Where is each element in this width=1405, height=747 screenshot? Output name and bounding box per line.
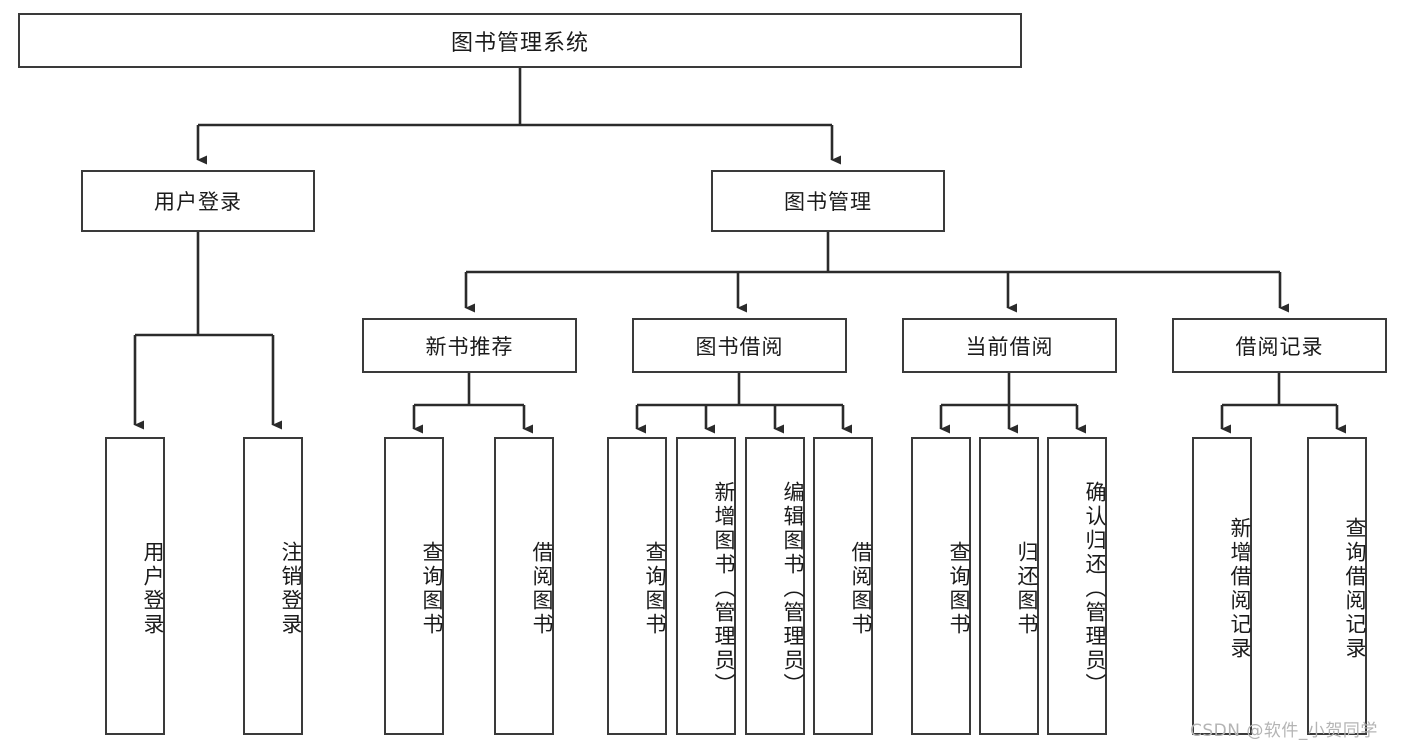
leaf-edit-book-label: 编辑图书（管理员）	[781, 481, 805, 697]
leaf-query-book-1[interactable]: 查询图书	[384, 437, 444, 735]
node-new-book-recommend-label: 新书推荐	[425, 334, 514, 359]
node-book-management[interactable]: 图书管理	[711, 170, 945, 232]
leaf-edit-book[interactable]: 编辑图书（管理员）	[745, 437, 805, 735]
leaf-return-book-label: 归还图书	[1015, 541, 1039, 637]
leaf-add-book[interactable]: 新增图书（管理员）	[676, 437, 736, 735]
leaf-user-login-label: 用户登录	[141, 541, 165, 637]
connector-group-root	[196, 68, 841, 165]
leaf-add-record-label: 新增借阅记录	[1228, 517, 1252, 661]
leaf-return-book[interactable]: 归还图书	[979, 437, 1039, 735]
node-user-login[interactable]: 用户登录	[81, 170, 315, 232]
connector-group-current-borrow	[939, 373, 1086, 434]
node-current-borrow[interactable]: 当前借阅	[902, 318, 1117, 373]
node-book-borrow[interactable]: 图书借阅	[632, 318, 847, 373]
leaf-add-book-label: 新增图书（管理员）	[712, 481, 736, 697]
node-book-borrow-label: 图书借阅	[695, 334, 784, 359]
leaf-confirm-return[interactable]: 确认归还（管理员）	[1047, 437, 1107, 735]
connector-group-book-management	[464, 232, 1289, 313]
node-root[interactable]: 图书管理系统	[18, 13, 1022, 68]
leaf-confirm-return-label: 确认归还（管理员）	[1083, 481, 1107, 697]
connector-group-borrow-record	[1220, 373, 1346, 434]
node-new-book-recommend[interactable]: 新书推荐	[362, 318, 577, 373]
node-borrow-record-label: 借阅记录	[1235, 334, 1324, 359]
leaf-logout-login[interactable]: 注销登录	[243, 437, 303, 735]
leaf-query-book-2-label: 查询图书	[643, 541, 667, 637]
leaf-logout-login-label: 注销登录	[279, 541, 303, 637]
node-book-management-label: 图书管理	[784, 190, 872, 214]
connector-group-book-borrow	[635, 373, 852, 434]
connector-group-new-book-recommend	[412, 373, 533, 434]
leaf-query-book-3-label: 查询图书	[947, 541, 971, 637]
leaf-add-record[interactable]: 新增借阅记录	[1192, 437, 1252, 735]
node-user-login-label: 用户登录	[154, 190, 242, 214]
leaf-user-login[interactable]: 用户登录	[105, 437, 165, 735]
leaf-borrow-book-2[interactable]: 借阅图书	[813, 437, 873, 735]
leaf-borrow-book-1[interactable]: 借阅图书	[494, 437, 554, 735]
leaf-query-record-label: 查询借阅记录	[1343, 517, 1367, 661]
connector-group-user-login	[133, 232, 282, 430]
node-root-label: 图书管理系统	[450, 30, 589, 56]
node-current-borrow-label: 当前借阅	[965, 334, 1054, 359]
leaf-query-book-1-label: 查询图书	[420, 541, 444, 637]
leaf-query-book-2[interactable]: 查询图书	[607, 437, 667, 735]
node-borrow-record[interactable]: 借阅记录	[1172, 318, 1387, 373]
leaf-borrow-book-2-label: 借阅图书	[849, 541, 873, 637]
leaf-query-record[interactable]: 查询借阅记录	[1307, 437, 1367, 735]
leaf-borrow-book-1-label: 借阅图书	[530, 541, 554, 637]
leaf-query-book-3[interactable]: 查询图书	[911, 437, 971, 735]
